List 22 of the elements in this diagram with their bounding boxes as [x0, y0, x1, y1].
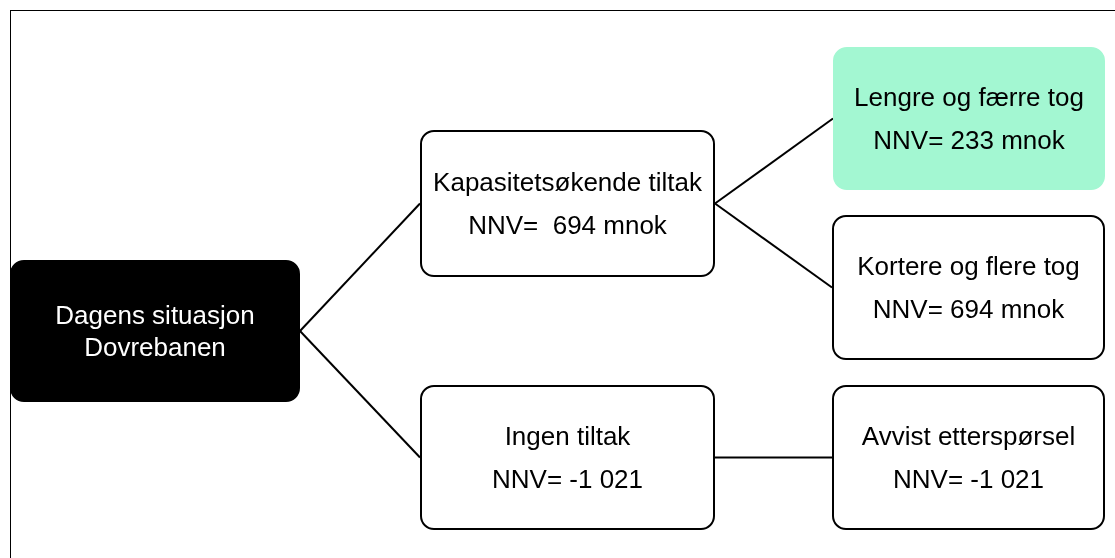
npv-value: NNV= -1 021 [492, 462, 643, 495]
connector-line [714, 456, 833, 459]
npv-value: NNV= 694 mnok [872, 292, 1065, 325]
start-box [10, 260, 300, 402]
option-box [420, 130, 715, 277]
npv-value: NNV= -1 021 [893, 462, 1044, 495]
option-box [833, 47, 1105, 190]
connector-line [299, 202, 421, 332]
connector-line [714, 202, 833, 289]
option-box [832, 385, 1105, 530]
node-title: Ingen tiltak [504, 420, 631, 453]
node-title: Kortere og flere tog [857, 250, 1080, 283]
option-box [832, 215, 1105, 360]
npv-value: NNV= 694 mnok [468, 208, 667, 241]
node-title: Avvist etterspørsel [861, 420, 1076, 453]
connector-line [299, 330, 421, 459]
option-box [420, 385, 715, 530]
node-title: Lengre og færre tog [854, 81, 1084, 114]
node-title: Dagens situasjon Dovrebanen [54, 298, 256, 364]
npv-value: NNV= 233 mnok [873, 123, 1065, 156]
node-title: Kapasitetsøkende tiltak [433, 166, 702, 199]
connector-line [714, 117, 834, 205]
